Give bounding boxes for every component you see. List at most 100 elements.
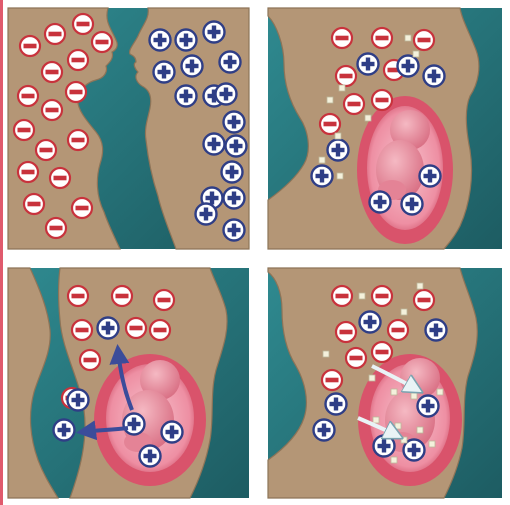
rh-positive-cell-icon xyxy=(140,446,161,467)
rh-negative-cell-icon xyxy=(126,318,146,338)
rh-positive-cell-icon xyxy=(176,30,197,51)
rh-negative-cell-icon xyxy=(414,30,434,50)
rh-negative-cell-icon xyxy=(73,14,93,34)
rh-positive-cell-icon xyxy=(216,84,237,105)
rh-positive-cell-icon xyxy=(426,320,447,341)
antibody-icon xyxy=(417,283,423,289)
rh-positive-cell-icon xyxy=(154,62,175,83)
rh-positive-cell-icon xyxy=(182,56,203,77)
rh-positive-cell-icon xyxy=(328,140,349,161)
rh-positive-cell-icon xyxy=(226,136,247,157)
antibody-icon xyxy=(337,173,343,179)
rh-positive-cell-icon xyxy=(374,436,395,457)
rh-negative-cell-icon xyxy=(150,320,170,340)
antibody-icon xyxy=(429,441,435,447)
antibody-icon xyxy=(395,423,401,429)
rh-negative-cell-icon xyxy=(24,194,44,214)
antibody-icon xyxy=(359,293,365,299)
rh-negative-cell-icon xyxy=(320,114,340,134)
rh-positive-cell-icon xyxy=(150,30,171,51)
rh-positive-cell-icon xyxy=(196,204,217,225)
antibody-icon xyxy=(323,351,329,357)
rh-negative-cell-icon xyxy=(344,94,364,114)
rh-positive-cell-icon xyxy=(312,166,333,187)
rh-negative-cell-icon xyxy=(336,322,356,342)
rh-negative-cell-icon xyxy=(68,130,88,150)
rh-negative-cell-icon xyxy=(72,198,92,218)
rh-positive-cell-icon xyxy=(68,390,89,411)
panel-parents xyxy=(8,8,249,249)
rh-positive-cell-icon xyxy=(360,312,381,333)
antibody-icon xyxy=(319,157,325,163)
rh-negative-cell-icon xyxy=(154,290,174,310)
rh-negative-cell-icon xyxy=(68,50,88,70)
rh-negative-cell-icon xyxy=(36,140,56,160)
rh-positive-cell-icon xyxy=(204,134,225,155)
antibody-icon xyxy=(369,375,375,381)
antibody-icon xyxy=(327,97,333,103)
rh-negative-cell-icon xyxy=(46,218,66,238)
rh-positive-cell-icon xyxy=(162,422,183,443)
rh-positive-cell-icon xyxy=(398,56,419,77)
rh-negative-cell-icon xyxy=(332,286,352,306)
rh-negative-cell-icon xyxy=(322,370,342,390)
rh-positive-cell-icon xyxy=(402,194,423,215)
antibody-icon xyxy=(401,437,407,443)
rh-positive-cell-icon xyxy=(224,188,245,209)
panel-antibody-attack xyxy=(268,268,502,498)
antibody-icon xyxy=(411,393,417,399)
antibody-icon xyxy=(437,389,443,395)
rh-positive-cell-icon xyxy=(358,54,379,75)
antibody-icon xyxy=(339,85,345,91)
rh-positive-cell-icon xyxy=(420,166,441,187)
rh-negative-cell-icon xyxy=(18,162,38,182)
rh-negative-cell-icon xyxy=(66,82,86,102)
rh-positive-cell-icon xyxy=(220,52,241,73)
rh-positive-cell-icon xyxy=(224,112,245,133)
antibody-icon xyxy=(417,427,423,433)
left-edge-rule xyxy=(0,0,3,505)
rh-positive-cell-icon xyxy=(314,420,335,441)
rh-positive-cell-icon xyxy=(176,86,197,107)
rh-negative-cell-icon xyxy=(42,100,62,120)
rh-negative-cell-icon xyxy=(20,36,40,56)
rh-positive-cell-icon xyxy=(54,420,75,441)
antibody-icon xyxy=(373,417,379,423)
rh-negative-cell-icon xyxy=(388,320,408,340)
rh-positive-cell-icon xyxy=(222,162,243,183)
rh-negative-cell-icon xyxy=(346,348,366,368)
antibody-icon xyxy=(335,133,341,139)
rh-negative-cell-icon xyxy=(332,28,352,48)
rh-negative-cell-icon xyxy=(50,168,70,188)
panel-pregnancy xyxy=(268,8,502,249)
rh-negative-cell-icon xyxy=(372,28,392,48)
rh-negative-cell-icon xyxy=(372,342,392,362)
panel-cell-transfer xyxy=(8,268,249,498)
rh-negative-cell-icon xyxy=(414,290,434,310)
rh-negative-cell-icon xyxy=(372,286,392,306)
rh-positive-cell-icon xyxy=(224,220,245,241)
rh-negative-cell-icon xyxy=(18,86,38,106)
rh-negative-cell-icon xyxy=(42,62,62,82)
rh-positive-cell-icon xyxy=(418,396,439,417)
rh-negative-cell-icon xyxy=(336,66,356,86)
antibody-icon xyxy=(391,389,397,395)
rh-positive-cell-icon xyxy=(424,66,445,87)
rh-negative-cell-icon xyxy=(80,350,100,370)
rh-negative-cell-icon xyxy=(45,24,65,44)
rh-negative-cell-icon xyxy=(68,286,88,306)
rh-negative-cell-icon xyxy=(112,286,132,306)
rh-positive-cell-icon xyxy=(326,394,347,415)
rh-positive-cell-icon xyxy=(370,192,391,213)
antibody-icon xyxy=(413,51,419,57)
antibody-icon xyxy=(365,115,371,121)
antibody-icon xyxy=(401,309,407,315)
rh-positive-cell-icon xyxy=(204,22,225,43)
rh-negative-cell-icon xyxy=(92,32,112,52)
rh-negative-cell-icon xyxy=(14,120,34,140)
rh-negative-cell-icon xyxy=(72,320,92,340)
rh-positive-cell-icon xyxy=(124,414,145,435)
antibody-icon xyxy=(391,457,397,463)
rh-negative-cell-icon xyxy=(372,90,392,110)
